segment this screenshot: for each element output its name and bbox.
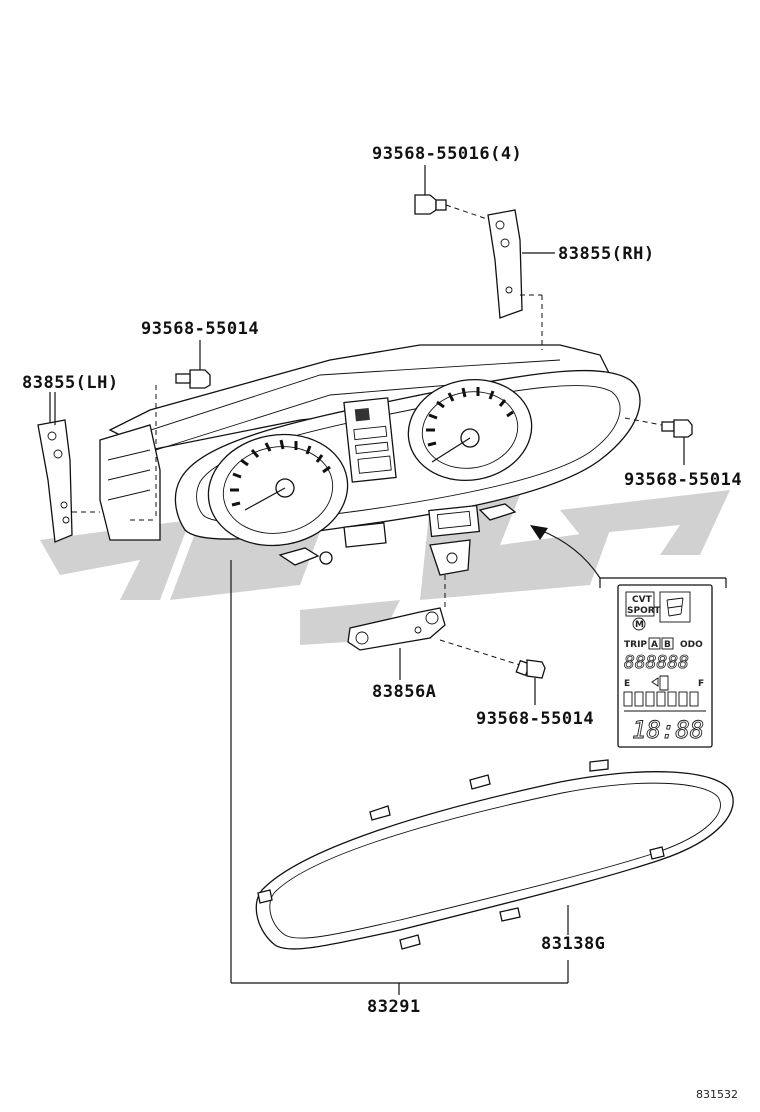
- inset-trip-a: A: [651, 640, 658, 650]
- tachometer: [407, 378, 533, 482]
- label-bolt-right: 93568-55014: [624, 470, 742, 490]
- speedometer: [207, 433, 349, 547]
- assembly-bracket-line: [230, 560, 569, 995]
- inset-cvt: CVT: [632, 595, 653, 605]
- label-bolt-bottom: 93568-55014: [476, 709, 594, 729]
- inset-odometer: 888888: [624, 652, 689, 673]
- inset-trip-b: B: [664, 640, 671, 650]
- combination-meter: [99, 344, 641, 579]
- display-inset: CVT SPORT M TRIP A B ODO 888888 E F 18:8…: [599, 577, 727, 748]
- inset-odo: ODO: [680, 640, 703, 650]
- bolt-top: [414, 165, 491, 221]
- label-bracket-lh: 83855(LH): [22, 373, 119, 393]
- inset-sport: SPORT: [627, 606, 661, 616]
- bracket-rh: [487, 209, 555, 350]
- bolt-bottom: [515, 659, 546, 705]
- inset-mode: M: [635, 620, 644, 630]
- label-lens: 83138G: [541, 934, 605, 954]
- fuel-pump-icon: [651, 675, 669, 691]
- bolt-right: [624, 417, 693, 465]
- label-bolt-left: 93568-55014: [141, 319, 259, 339]
- meter-lens: [255, 759, 734, 950]
- label-bolt-top: 93568-55016(4): [372, 144, 522, 164]
- center-lcd: [343, 397, 397, 483]
- label-bracket-rh: 83855(RH): [558, 244, 655, 264]
- inset-trip: TRIP: [624, 640, 647, 650]
- bracket-lh: [37, 392, 100, 543]
- figure-id: 831532: [696, 1088, 738, 1101]
- label-assembly: 83291: [367, 997, 421, 1017]
- inset-fuel-empty: E: [624, 679, 630, 689]
- bolt-left: [130, 340, 211, 521]
- bracket-bottom: [347, 575, 521, 680]
- label-bracket-bottom: 83856A: [372, 682, 436, 702]
- inset-clock: 18:88: [632, 716, 704, 744]
- inset-fuel-full: F: [698, 679, 704, 689]
